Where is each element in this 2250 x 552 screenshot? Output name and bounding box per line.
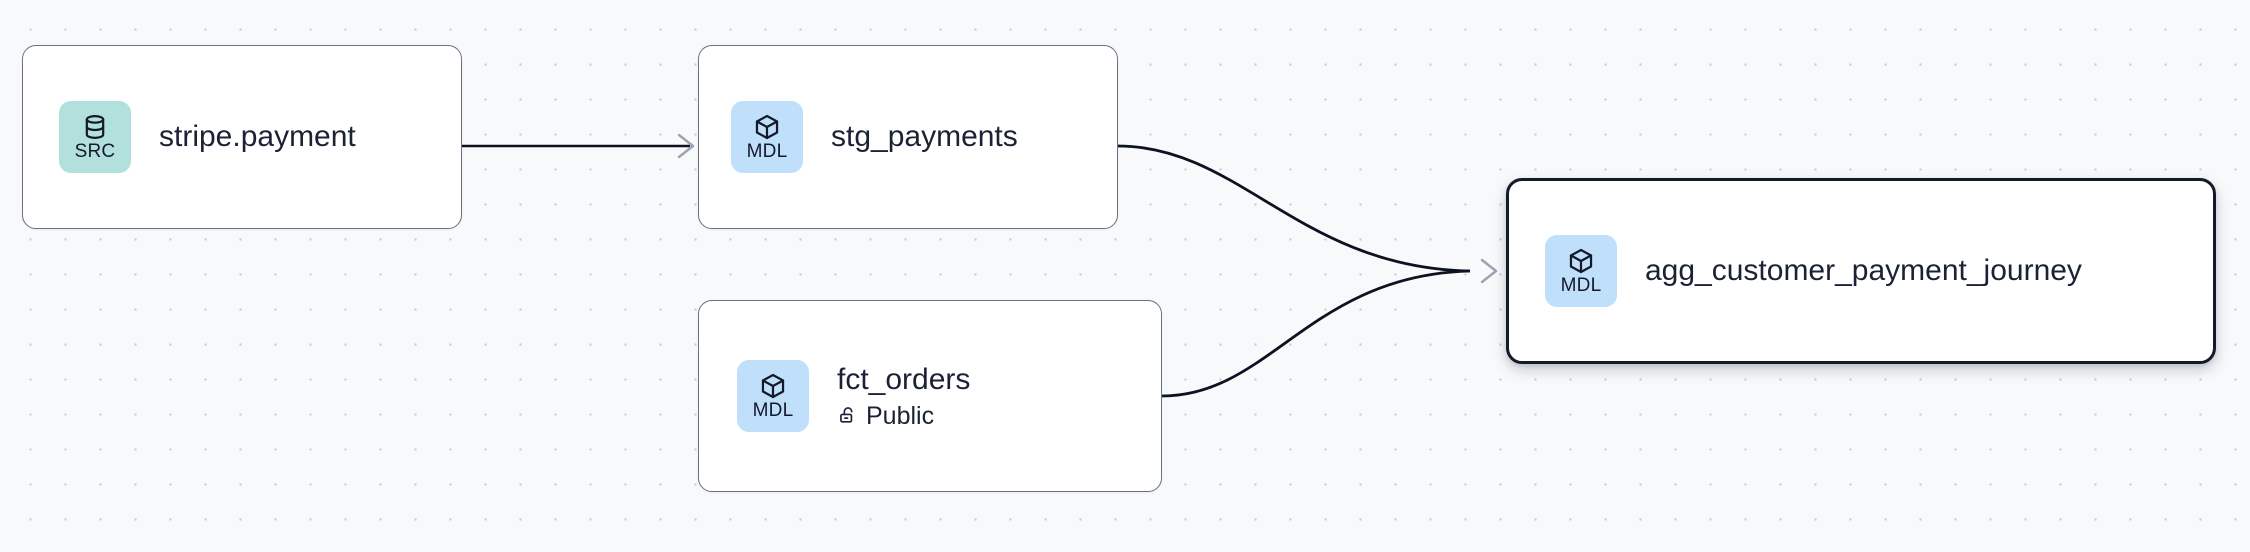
edge-fct-orders-to-agg-customer-payment-journey <box>1161 269 1471 398</box>
node-visibility-row: Public <box>837 401 970 431</box>
node-title: stripe.payment <box>159 120 356 153</box>
node-type-badge-label: SRC <box>74 140 116 162</box>
node-type-badge-mdl: MDL <box>731 101 803 173</box>
lineage-node-fct-orders[interactable]: MDL fct_orders Public <box>698 300 1162 492</box>
database-icon <box>85 114 105 139</box>
node-text-group: stripe.payment <box>159 119 356 155</box>
node-type-badge-label: MDL <box>752 399 794 421</box>
node-text-group: fct_orders Public <box>837 362 970 431</box>
cube-icon <box>1569 248 1593 273</box>
arrowhead-icon <box>1480 258 1498 284</box>
node-type-badge-label: MDL <box>746 140 788 162</box>
node-visibility-label: Public <box>866 401 935 430</box>
lineage-node-stg-payments[interactable]: MDL stg_payments <box>698 45 1118 229</box>
edge-stg-payments-to-agg-customer-payment-journey <box>1117 144 1471 273</box>
node-text-group: agg_customer_payment_journey <box>1645 253 2082 289</box>
node-type-badge-mdl: MDL <box>737 360 809 432</box>
node-type-badge-src: SRC <box>59 101 131 173</box>
unlock-icon <box>840 407 853 423</box>
node-title: stg_payments <box>831 120 1018 153</box>
arrowhead-icon <box>677 133 695 159</box>
node-title: fct_orders <box>837 362 971 396</box>
lineage-node-stripe-payment[interactable]: SRC stripe.payment <box>22 45 462 229</box>
lineage-node-agg-customer-payment-journey[interactable]: MDL agg_customer_payment_journey <box>1506 178 2216 364</box>
edge-stripe-payment-to-stg-payments <box>462 133 695 159</box>
node-text-group: stg_payments <box>831 119 1018 155</box>
node-type-badge-label: MDL <box>1560 274 1602 296</box>
node-title: agg_customer_payment_journey <box>1645 254 2082 287</box>
cube-icon <box>761 373 785 398</box>
cube-icon <box>755 114 779 139</box>
node-type-badge-mdl: MDL <box>1545 235 1617 307</box>
